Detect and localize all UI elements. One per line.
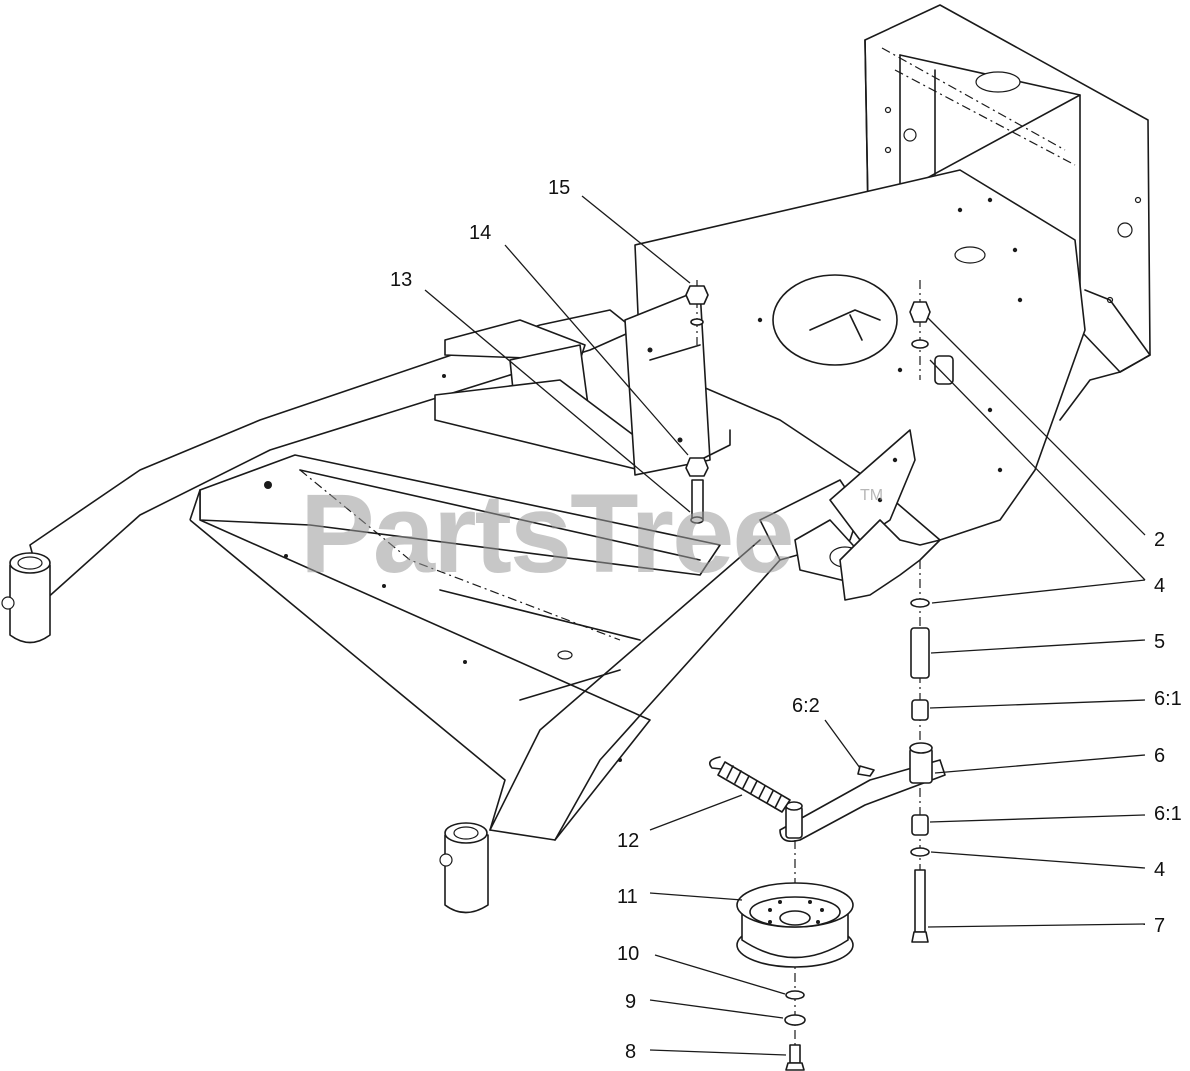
callout-6-2: 6:2 xyxy=(792,695,820,717)
rear-frame-box xyxy=(864,4,1151,421)
watermark-text: PartsTree xyxy=(300,471,793,596)
callout-13: 13 xyxy=(390,269,412,291)
bolt-part-8 xyxy=(785,1044,805,1071)
frame-rails xyxy=(29,309,941,841)
callout-8: 8 xyxy=(625,1041,636,1063)
washer-part-10 xyxy=(785,990,805,1000)
callout-6-1-upper: 6:1 xyxy=(1154,688,1182,710)
main-deck-plate xyxy=(634,169,1086,541)
callout-6: 6 xyxy=(1154,745,1165,767)
center-bracket xyxy=(434,289,731,476)
callout-5: 5 xyxy=(1154,631,1165,653)
callout-9: 9 xyxy=(625,991,636,1013)
watermark-trademark: TM xyxy=(860,487,883,504)
callout-4-upper: 4 xyxy=(1154,575,1165,597)
callout-6-1-lower: 6:1 xyxy=(1154,803,1182,825)
callout-2: 2 xyxy=(1154,529,1165,551)
callout-12: 12 xyxy=(617,830,639,852)
callout-4-lower: 4 xyxy=(1154,859,1165,881)
idler-arm-part-6 xyxy=(779,742,946,843)
nut-part-2 xyxy=(909,280,931,380)
callout-14: 14 xyxy=(469,222,491,244)
caster-tube-left xyxy=(1,552,51,644)
washer-part-9 xyxy=(784,1014,806,1026)
caster-tube-right xyxy=(439,822,489,914)
spring-part-12 xyxy=(709,756,791,813)
pulley-part-11 xyxy=(736,840,854,1045)
callout-7: 7 xyxy=(1154,915,1165,937)
callout-labels: 15 14 13 2 4 5 6:1 6:2 6 6:1 4 7 12 11 1… xyxy=(390,177,1182,1063)
bolt-part-13-14 xyxy=(685,457,709,524)
nut-part-15 xyxy=(685,280,709,345)
callout-15: 15 xyxy=(548,177,570,199)
callout-leaders xyxy=(424,195,1146,1056)
callout-11: 11 xyxy=(617,886,638,908)
callout-10: 10 xyxy=(617,943,639,965)
